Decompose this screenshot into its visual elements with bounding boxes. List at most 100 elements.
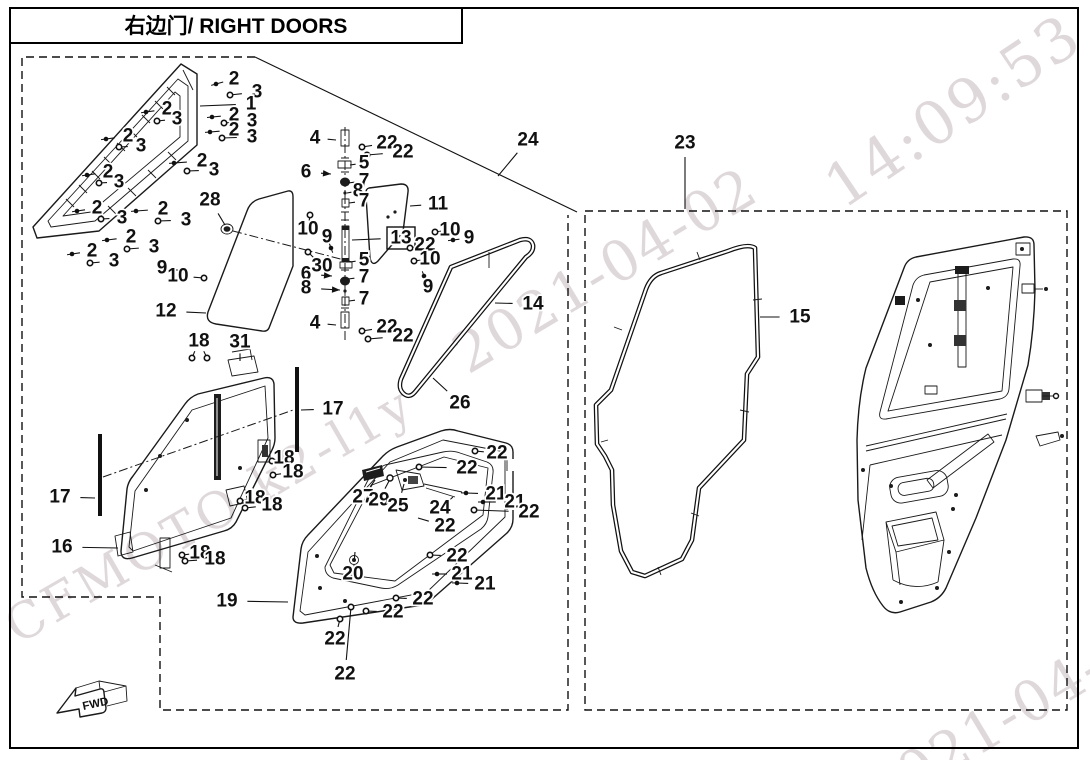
callout-22: 22 (364, 324, 415, 348)
washer-icon (431, 228, 439, 236)
callout-number: 3 (181, 210, 192, 231)
watermark-text: 14:09:53 (812, 0, 1090, 222)
callout-17: 17 (48, 485, 96, 509)
callout-number: 3 (247, 127, 258, 148)
callout-22: 22 (426, 544, 469, 568)
callout-2: 2 (81, 160, 115, 184)
callout-number: 2 (92, 198, 103, 219)
callout-7: 7 (347, 265, 371, 289)
callout-number: 10 (439, 220, 460, 241)
right-assembly-box (584, 210, 1068, 711)
callout-9: 9 (447, 226, 476, 250)
leader-line (327, 138, 337, 141)
callout-22: 22 (363, 140, 415, 164)
callout-6: 6 (299, 160, 332, 184)
callout-7: 7 (348, 189, 371, 213)
callout-7: 7 (348, 287, 371, 311)
callout-number: 3 (172, 109, 183, 130)
callout-10: 10 (410, 247, 442, 271)
callout-24: 24 (428, 496, 454, 520)
arrowhead-icon (331, 286, 340, 293)
part-lower-door-frame (98, 348, 299, 573)
callout-number: 2 (162, 99, 173, 120)
washer-icon (220, 119, 228, 127)
washer-icon (200, 274, 208, 282)
callout-16: 16 (50, 535, 119, 559)
callout-19: 19 (215, 589, 289, 613)
callout-number: 22 (392, 142, 413, 163)
callout-3: 3 (220, 109, 259, 133)
callout-number: 15 (789, 307, 811, 328)
callout-2: 2 (101, 225, 138, 249)
hinge-bushing-top (340, 177, 350, 187)
callout-number: 8 (301, 278, 312, 299)
callout-2: 2 (140, 97, 174, 121)
callout-29: 29 (367, 480, 391, 512)
washer-icon (304, 248, 312, 256)
leader-line (349, 163, 356, 166)
callout-3: 3 (218, 125, 259, 149)
callout-25: 25 (386, 483, 411, 518)
washer-icon (268, 457, 276, 465)
callout-number: 22 (434, 516, 455, 537)
leader-line (347, 181, 355, 184)
washer-icon (269, 471, 277, 479)
callout-number: 30 (311, 256, 332, 277)
washer-icon (86, 259, 94, 267)
fwd-label: FWD (82, 696, 110, 713)
leader-line (401, 483, 405, 493)
washer-icon (347, 603, 355, 611)
title-box (9, 7, 463, 44)
leader-line (473, 509, 509, 512)
callout-7: 7 (347, 169, 371, 193)
callout-26: 26 (432, 377, 472, 415)
washer-icon (336, 615, 344, 623)
callout-3: 3 (226, 80, 264, 104)
callout-22: 22 (415, 456, 479, 480)
callout-number: 21 (451, 564, 473, 585)
callout-2: 2 (100, 124, 135, 148)
callout-11: 11 (409, 192, 450, 216)
washer-icon (406, 244, 414, 252)
callout-number: 27 (352, 487, 373, 508)
callout-number: 3 (109, 251, 120, 272)
leader-line (199, 104, 236, 107)
washer-icon (218, 134, 226, 142)
door-strut (926, 433, 995, 489)
callout-number: 16 (51, 537, 72, 558)
door-handle-lever (1035, 431, 1061, 447)
page-title: 右边门/ RIGHT DOORS (125, 14, 348, 38)
leader-line (432, 377, 448, 392)
callout-number: 4 (310, 313, 321, 334)
callout-number: 3 (117, 208, 128, 229)
callout-2: 2 (168, 149, 209, 173)
callout-number: 22 (486, 443, 507, 464)
callout-number: 3 (136, 136, 147, 157)
washer-icon (364, 335, 372, 343)
window-regulator-rail (957, 271, 967, 368)
callout-30: 30 (304, 248, 334, 278)
callout-number: 22 (324, 629, 345, 650)
leader-line (349, 260, 356, 263)
callout-3: 3 (115, 134, 148, 158)
callout-number: 10 (419, 249, 440, 270)
callout-22: 22 (362, 600, 405, 624)
callout-17: 17 (300, 397, 345, 421)
part-lower-door-panel (292, 428, 515, 624)
callout-number: 5 (359, 250, 370, 271)
callout-22: 22 (392, 587, 435, 611)
callout-5: 5 (349, 151, 371, 175)
leader-line (327, 323, 337, 326)
callout-20: 20 (341, 551, 365, 586)
door-pocket (885, 511, 945, 587)
callout-number: 23 (674, 133, 695, 154)
callout-number: 9 (322, 227, 333, 248)
bracket-bottom (159, 537, 171, 569)
leader-line (418, 466, 447, 469)
leader-line (247, 600, 289, 603)
callout-number: 3 (149, 237, 160, 258)
callout-10: 10 (296, 211, 320, 241)
callout-number: 14 (522, 294, 544, 315)
callout-number: 21 (504, 492, 526, 513)
callout-number: 6 (301, 264, 312, 285)
